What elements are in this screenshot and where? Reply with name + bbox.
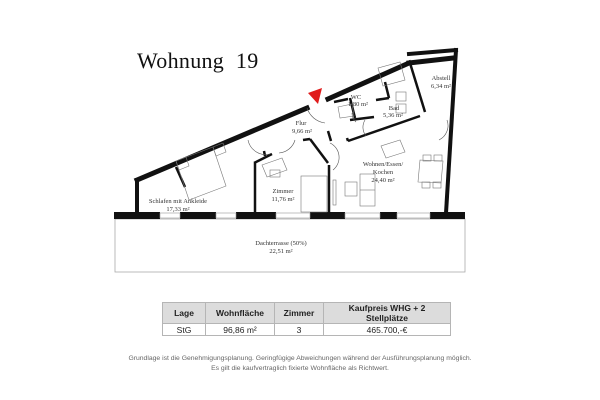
room-area-wc: 1,80 m² xyxy=(348,101,368,108)
room-area-flur: 9,66 m² xyxy=(292,128,312,135)
room-label-bad: Bad xyxy=(389,105,400,112)
room-label-wohnen-2: Kochen xyxy=(373,169,394,176)
entrance-marker-icon xyxy=(308,88,322,104)
header-lage: Lage xyxy=(162,302,206,324)
header-kaufpreis: Kaufpreis WHG + 2 Stellplätze xyxy=(323,302,451,324)
room-area-zimmer: 11,76 m² xyxy=(271,196,294,203)
price-table: Lage Wohnfläche Zimmer Kaufpreis WHG + 2… xyxy=(162,302,451,336)
cell-wohnflaeche: 96,86 m² xyxy=(205,323,275,336)
room-area-terrasse: 22,51 m² xyxy=(269,248,292,255)
facade-wall xyxy=(114,212,465,219)
room-label-wohnen-1: Wohnen/Essen/ xyxy=(363,161,403,168)
room-area-wohnen: 24,40 m² xyxy=(371,177,394,184)
terrace-outline xyxy=(114,218,466,273)
cell-lage: StG xyxy=(162,323,206,336)
room-label-abstell: Abstell xyxy=(432,75,451,82)
outer-walls xyxy=(133,47,459,216)
apartment-title: Wohnung 19 xyxy=(137,48,259,73)
table-row: StG 96,86 m² 3 465.700,-€ xyxy=(162,323,451,336)
header-wohnflaeche: Wohnfläche xyxy=(205,302,275,324)
room-area-bad: 5,36 m² xyxy=(383,112,403,119)
room-label-terrasse: Dachterrasse (50%) xyxy=(255,240,306,247)
room-area-schlafen: 17,33 m² xyxy=(166,206,189,213)
cell-kaufpreis: 465.700,-€ xyxy=(323,323,451,336)
room-label-schlafen: Schlafen mit Ankleide xyxy=(149,198,207,205)
door-swings xyxy=(247,107,449,171)
room-area-abstell: 6,34 m² xyxy=(431,83,451,90)
footnote-line-2: Es gilt die kaufvertraglich fixierte Woh… xyxy=(211,365,389,372)
table-header-row: Lage Wohnfläche Zimmer Kaufpreis WHG + 2… xyxy=(162,302,451,324)
header-zimmer: Zimmer xyxy=(274,302,324,324)
room-label-flur: Flur xyxy=(296,120,308,127)
footnote-line-1: Grundlage ist die Genehmigungsplanung. G… xyxy=(128,355,472,362)
cell-zimmer: 3 xyxy=(274,323,324,336)
furniture xyxy=(175,61,444,213)
room-label-zimmer: Zimmer xyxy=(273,188,295,195)
room-label-wc: WC xyxy=(351,94,361,101)
